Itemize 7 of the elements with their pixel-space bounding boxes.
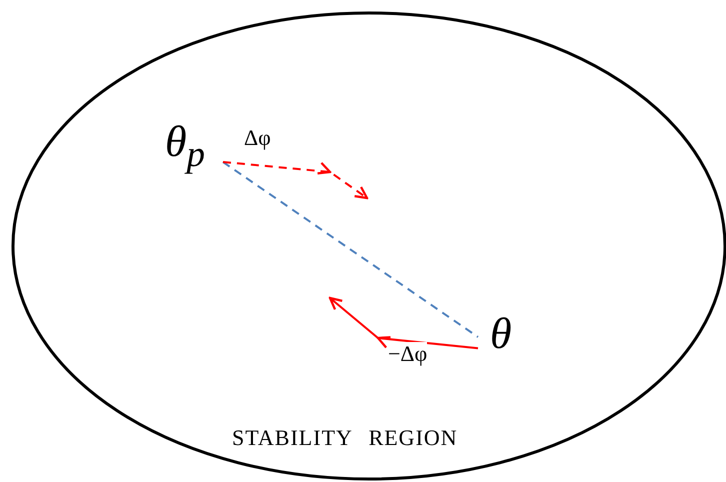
region-label: STABILITY REGION <box>232 426 458 450</box>
connector-line <box>222 161 479 338</box>
edge-label: −Δφ <box>388 342 428 366</box>
arrow <box>222 161 368 200</box>
variable-label: θ$_{p}$ <box>165 118 205 174</box>
arrow <box>328 296 478 350</box>
variable-label: θ <box>490 310 512 358</box>
